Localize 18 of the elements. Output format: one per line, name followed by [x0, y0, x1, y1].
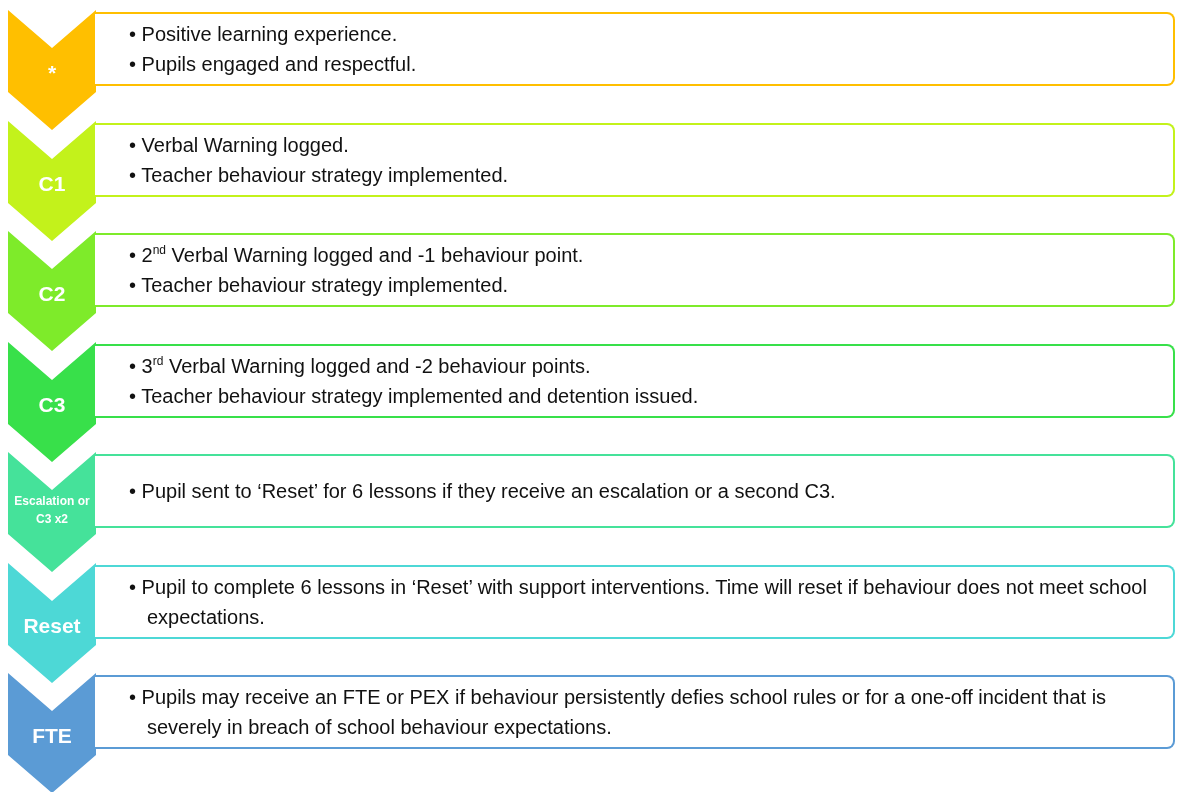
- bullet-text: • Pupils engaged and respectful.: [129, 52, 417, 77]
- level-label: C3: [37, 391, 67, 418]
- bullet-text: • Verbal Warning logged.: [129, 132, 350, 158]
- bullet-text: • 3$^{rd}$ Verbal Warning logged and -2 behaviour points.: [129, 352, 592, 379]
- level-label: Escalation or C3 x2: [13, 493, 91, 528]
- level-label: Reset: [22, 612, 82, 639]
- bullet-text: • 2$^{nd}$ Verbal Warning logged and -1 behaviour point.: [129, 242, 584, 268]
- bullet-text: • Teacher behaviour strategy implemented.: [129, 273, 510, 298]
- level-label: FTE: [31, 723, 73, 749]
- level-label: C2: [37, 281, 67, 307]
- level-label: C1: [37, 170, 67, 197]
- bullet-text: • Teacher behaviour strategy implemented.: [129, 162, 509, 188]
- bullet-text: • Pupils may receive an FTE or PEX if behaviour persistently defies school rules or for a one-off incident that is severely in breach of school behaviour expectations.: [129, 685, 1108, 740]
- bullet-text: • Pupil sent to ‘Reset’ for 6 lessons if they receive an escalation or a second C3.: [129, 479, 836, 504]
- bullet-text: • Pupil to complete 6 lessons in ‘Reset’ with support interventions. Time will reset if behaviour does not meet school expectations.: [129, 574, 1148, 630]
- bullet-text: • Teacher behaviour strategy implemented and detention issued.: [129, 383, 699, 409]
- level-label: *: [46, 60, 58, 86]
- bullet-text: • Positive learning experience.: [129, 22, 399, 47]
